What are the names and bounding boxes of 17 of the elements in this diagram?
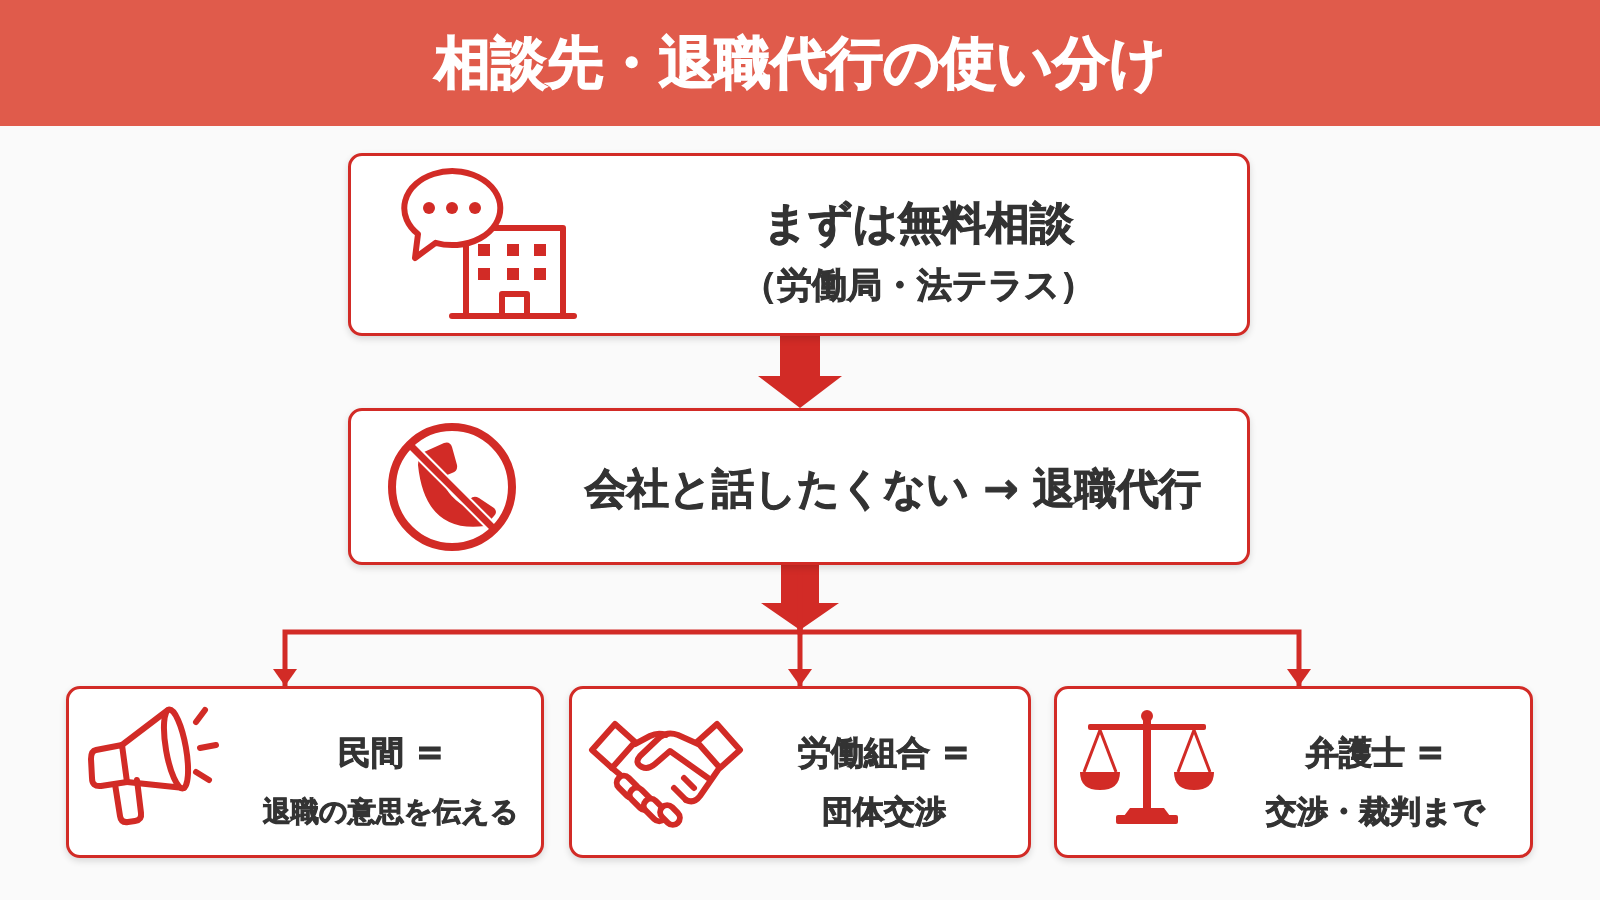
node-description: （労働局・法テラス）	[741, 263, 1095, 306]
title: 相談先・退職代行の使い分け	[434, 29, 1166, 97]
node-description: 退職の意思を伝える	[263, 794, 519, 829]
node-heading: 会社と話したくない → 退職代行	[584, 464, 1202, 515]
option-card	[1054, 686, 1533, 858]
step-card	[348, 408, 1250, 565]
option-card	[569, 686, 1031, 858]
node-description: 団体交渉	[822, 792, 946, 830]
arrow	[758, 336, 842, 408]
node-heading: 弁護士 =	[1305, 733, 1445, 773]
node-heading: 労働組合 =	[798, 733, 970, 773]
option-card	[66, 686, 544, 858]
arrow	[761, 565, 839, 630]
node-heading: 民間 =	[338, 733, 444, 773]
node-description: 交渉・裁判まで	[1265, 792, 1485, 830]
step-card	[348, 153, 1250, 336]
node-heading: まずは無料相談	[762, 197, 1074, 250]
